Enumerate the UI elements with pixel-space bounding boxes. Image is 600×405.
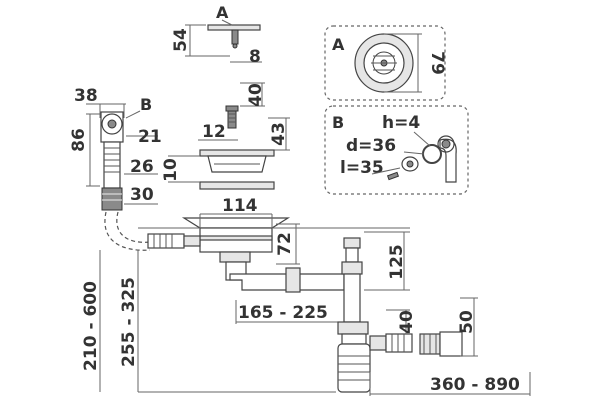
callout-a-strainer-top <box>354 33 414 93</box>
dim-40-screw: 40 <box>246 83 266 107</box>
dim-h: h=4 <box>382 113 420 133</box>
overflow-head <box>100 111 124 143</box>
bottle-trap <box>337 321 413 393</box>
overflow-connector <box>147 233 201 249</box>
dim-21: 21 <box>138 127 162 147</box>
dim-210-600: 210 - 600 <box>81 281 101 371</box>
waste-connector <box>419 331 463 357</box>
dim-40-trap: 40 <box>397 310 417 334</box>
dim-79: 79 <box>427 51 447 75</box>
callout-b-box <box>324 105 469 195</box>
point-a-label: A <box>216 3 229 22</box>
standpipe <box>341 237 363 323</box>
dim-43: 43 <box>269 122 289 146</box>
gasket <box>199 181 275 190</box>
hose-path <box>104 211 151 251</box>
point-b-label: B <box>140 95 152 114</box>
callout-b-letter: B <box>332 113 344 132</box>
dim-360-890: 360 - 890 <box>430 375 520 395</box>
dim-54: 54 <box>171 28 191 52</box>
dim-255-325: 255 - 325 <box>119 277 139 367</box>
dim-114: 114 <box>222 196 258 216</box>
dim-30: 30 <box>130 185 154 205</box>
strainer-plug <box>207 24 261 49</box>
dim-50: 50 <box>457 310 477 334</box>
dim-125: 125 <box>387 244 407 280</box>
callout-b-parts <box>386 135 457 183</box>
dim-l: l=35 <box>340 158 384 178</box>
screw <box>225 105 239 129</box>
strainer-basket <box>199 149 275 173</box>
dim-86: 86 <box>69 128 89 152</box>
overflow-hose <box>101 141 123 211</box>
dim-8: 8 <box>249 47 261 67</box>
dim-12: 12 <box>202 122 226 142</box>
dim-26: 26 <box>130 157 154 177</box>
horizontal-pipe <box>229 267 345 293</box>
dim-72: 72 <box>275 232 295 256</box>
dim-165-225: 165 - 225 <box>238 303 328 323</box>
callout-a-box <box>324 25 446 101</box>
dim-10: 10 <box>161 158 181 182</box>
callout-a-letter: A <box>332 35 345 54</box>
dim-38: 38 <box>74 86 98 106</box>
dim-d: d=36 <box>346 136 396 156</box>
